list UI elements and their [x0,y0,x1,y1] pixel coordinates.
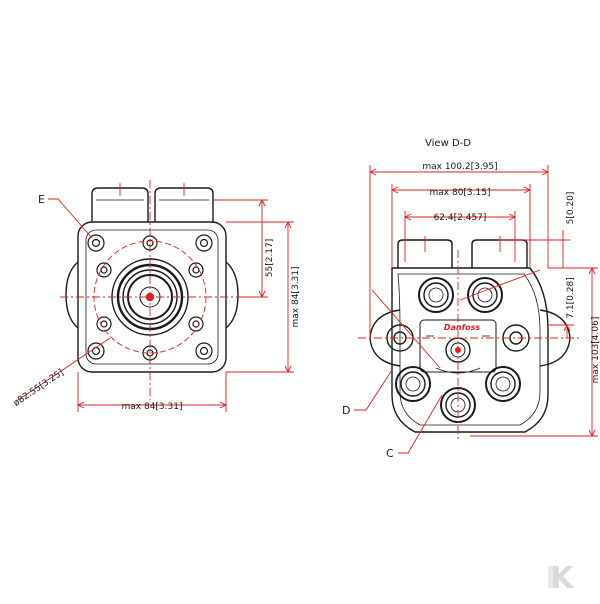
callout-d: D [342,404,350,417]
left-dimensions [17,180,294,412]
watermark-bar [548,566,556,588]
right-view [369,239,571,433]
right-dimensions [354,165,598,454]
callout-c-leader [398,394,443,454]
dim-max103-label: max 103[4.06] [591,317,600,384]
dim-diameter-leader [17,337,111,401]
dim-diameter-label: ø82.55[3.25] [12,368,66,409]
callout-d-leader [354,369,393,411]
callout-e-leader [48,198,93,239]
callout-e: E [38,193,45,206]
dim-7-label: 7.1[0.28] [566,277,576,318]
left-side-lug-right [225,261,239,329]
dim-max100-label: max 100.2[3.95] [422,162,497,172]
callout-c: C [386,447,394,460]
dim-62-label: 62.4[2.457] [434,213,487,223]
watermark-logo: K [548,561,575,596]
right-top-port-right [471,239,528,268]
right-housing [391,267,549,433]
left-view [65,187,239,373]
dim-max84-horizontal-label: max 84[3.31] [122,402,183,412]
dim-max80-label: max 80[3.15] [430,188,491,198]
logo: Danfoss [444,323,480,332]
view-title: View D-D [425,138,471,149]
left-side-lug-left [65,261,79,329]
dim-55-label: 55[2.17] [265,239,275,278]
dim-5-label: 5[0.20] [566,192,576,225]
dim-max84-vertical-label: max 84[3.31] [291,267,301,328]
